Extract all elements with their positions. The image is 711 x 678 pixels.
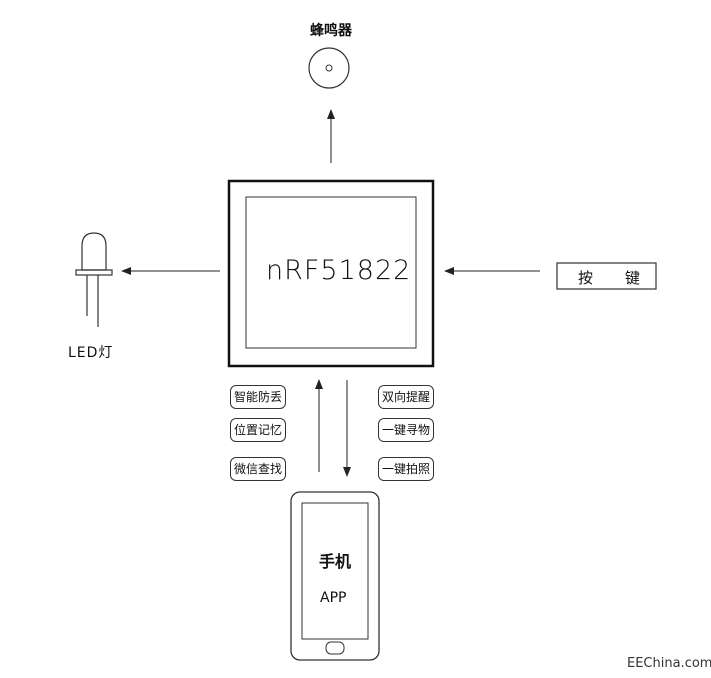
chip-label: nRF51822 (266, 255, 412, 286)
buzzer-label: 蜂鸣器 (310, 23, 352, 39)
led-label: LED灯 (68, 345, 114, 361)
feature-photo: 一键拍照 (378, 457, 434, 481)
button-box (556, 262, 657, 290)
buzzer-icon (308, 47, 350, 89)
feature-two-way-alert: 双向提醒 (378, 385, 434, 409)
feature-find-item: 一键寻物 (378, 418, 434, 442)
watermark: EEChina.com (627, 656, 711, 671)
button-label-left: 按 (578, 269, 594, 287)
feature-wechat-find: 微信查找 (230, 457, 286, 481)
chip-box (227, 179, 435, 368)
led-icon (75, 232, 113, 327)
app-label: APP (320, 590, 347, 606)
feature-anti-loss: 智能防丢 (230, 385, 286, 409)
phone-label: 手机 (319, 552, 352, 571)
feature-location-memory: 位置记忆 (230, 418, 286, 442)
phone-icon (290, 491, 380, 661)
button-label-right: 键 (625, 269, 641, 287)
